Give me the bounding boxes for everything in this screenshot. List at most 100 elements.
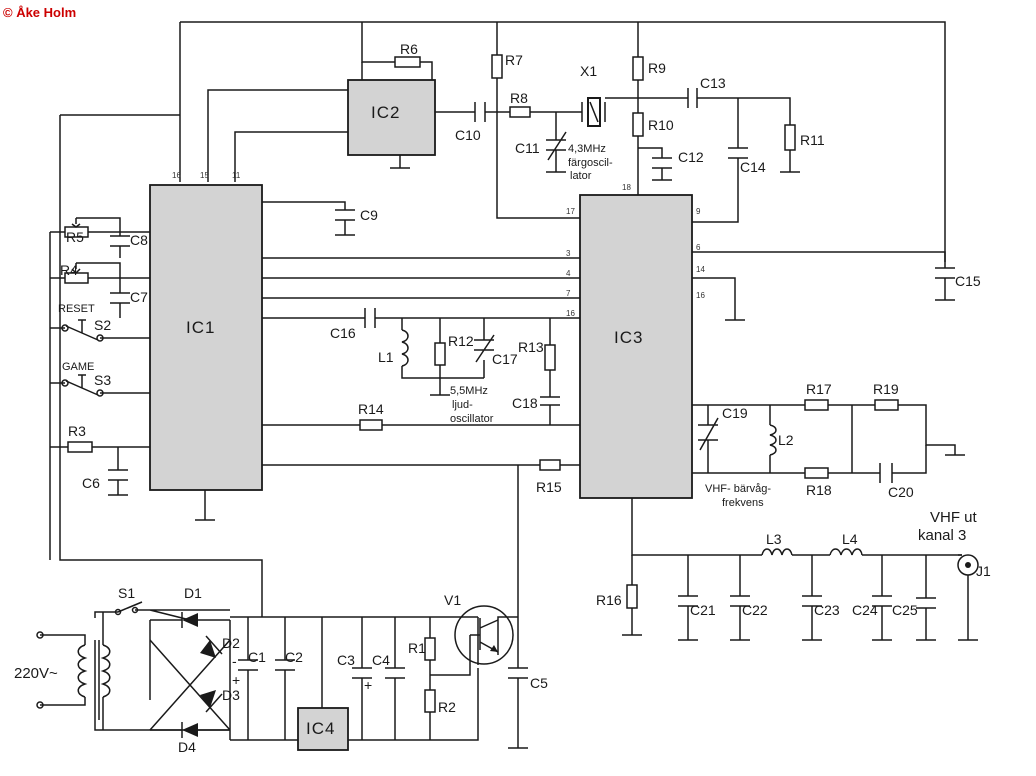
ic2-box: [347, 79, 436, 156]
resistor-bodies: [64, 54, 899, 713]
label-j1: J1: [976, 563, 991, 579]
svg-text:16: 16: [172, 171, 181, 180]
note-sound-osc-2: ljud-: [452, 399, 473, 411]
label-c25: C25: [892, 602, 918, 618]
svg-text:+: +: [364, 677, 372, 693]
connector-j1: [957, 554, 979, 576]
label-r11: R11: [800, 132, 825, 148]
label-r12: R12: [448, 333, 474, 349]
svg-text:16: 16: [696, 291, 705, 300]
svg-text:16: 16: [566, 309, 575, 318]
label-l4: L4: [842, 531, 858, 547]
note-color-osc-1: 4,3MHz: [568, 143, 606, 155]
note-sound-osc-3: oscillator: [450, 413, 494, 425]
label-r1: R1: [408, 640, 426, 656]
label-d2: D2: [222, 635, 240, 651]
label-r5: R5: [66, 229, 84, 245]
label-c6: C6: [82, 475, 100, 491]
svg-text:15: 15: [200, 171, 209, 180]
label-reset: RESET: [58, 303, 95, 315]
note-color-osc-2: färgoscil-: [568, 157, 613, 169]
svg-text:14: 14: [696, 265, 705, 274]
ic1-label: IC1: [186, 318, 215, 337]
ic2-label: IC2: [371, 103, 400, 122]
label-c22: C22: [742, 602, 768, 618]
note-sound-osc-1: 5,5MHz: [450, 385, 488, 397]
label-r16: R16: [596, 592, 622, 608]
note-carrier-1: VHF- bärvåg-: [705, 483, 771, 495]
label-s2: S2: [94, 317, 111, 333]
label-c2: C2: [285, 649, 303, 665]
svg-text:6: 6: [696, 243, 701, 252]
label-c12: C12: [678, 149, 704, 165]
label-c3: C3: [337, 652, 355, 668]
label-c16: C16: [330, 325, 356, 341]
label-r18: R18: [806, 482, 832, 498]
label-c18: C18: [512, 395, 538, 411]
label-c1: C1: [248, 649, 266, 665]
label-r15: R15: [536, 479, 562, 495]
capacitor-plates: [108, 88, 955, 679]
label-c9: C9: [360, 207, 378, 223]
label-c10: C10: [455, 127, 481, 143]
label-s1: S1: [118, 585, 135, 601]
crystal-x1: [581, 97, 606, 127]
label-x1: X1: [580, 63, 597, 79]
label-r17: R17: [806, 381, 832, 397]
svg-text:11: 11: [232, 171, 241, 180]
label-c20: C20: [888, 484, 914, 500]
label-r2: R2: [438, 699, 456, 715]
label-r6: R6: [400, 41, 418, 57]
svg-text:17: 17: [566, 207, 575, 216]
svg-text:-: -: [232, 653, 237, 669]
label-c15: C15: [955, 273, 981, 289]
switches: [61, 319, 143, 616]
label-l1: L1: [378, 349, 394, 365]
ic3-box: [579, 194, 693, 499]
label-c4: C4: [372, 652, 390, 668]
svg-text:4: 4: [566, 269, 571, 278]
svg-text:9: 9: [696, 207, 701, 216]
label-s3: S3: [94, 372, 111, 388]
label-c14: C14: [740, 159, 766, 175]
label-d4: D4: [178, 739, 196, 755]
wires: [49, 21, 969, 748]
label-c17: C17: [492, 351, 518, 367]
label-c8: C8: [130, 232, 148, 248]
ic4-box: [297, 707, 349, 751]
label-l3: L3: [766, 531, 782, 547]
label-c11: C11: [515, 140, 540, 156]
svg-text:3: 3: [566, 249, 571, 258]
label-c19: C19: [722, 405, 748, 421]
label-c24: C24: [852, 602, 878, 618]
inductor-coils: [36, 329, 863, 730]
label-c13: C13: [700, 75, 726, 91]
diode-bridge: [181, 612, 223, 738]
label-c23: C23: [814, 602, 840, 618]
label-r10: R10: [648, 117, 674, 133]
svg-text:7: 7: [566, 289, 571, 298]
label-l2: L2: [778, 432, 794, 448]
label-r3: R3: [68, 423, 86, 439]
label-vhf-out: VHF ut: [930, 509, 978, 526]
ic1-box: [149, 184, 263, 491]
note-carrier-2: frekvens: [722, 497, 764, 509]
label-r4: R4: [60, 262, 78, 278]
svg-text:+: +: [232, 672, 240, 688]
label-r14: R14: [358, 401, 384, 417]
label-r7: R7: [505, 52, 523, 68]
label-d3: D3: [222, 687, 240, 703]
label-mains: 220V~: [14, 665, 58, 682]
copyright-text: © Åke Holm: [3, 5, 76, 20]
ground-symbols: [108, 167, 978, 749]
ic3-label: IC3: [614, 328, 643, 347]
label-c21: C21: [690, 602, 716, 618]
label-c5: C5: [530, 675, 548, 691]
ic4-label: IC4: [306, 719, 335, 738]
label-d1: D1: [184, 585, 202, 601]
label-r8: R8: [510, 90, 528, 106]
label-r9: R9: [648, 60, 666, 76]
transistor-v1: [454, 605, 514, 665]
